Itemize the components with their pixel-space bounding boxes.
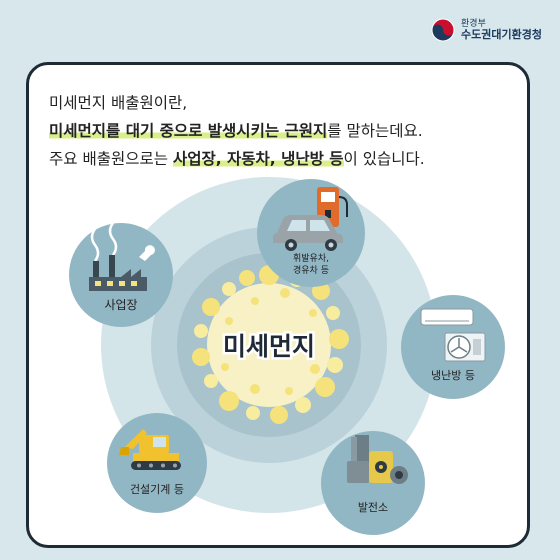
infographic-card: 미세먼지 사업장 — [26, 62, 530, 548]
intro-line-3: 주요 배출원으로는 사업장, 자동차, 냉난방 등이 있습니다. — [49, 145, 511, 173]
source-factory: 사업장 — [69, 222, 173, 327]
label-power: 발전소 — [358, 501, 388, 514]
label-factory: 사업장 — [104, 298, 137, 312]
nuclear-barrels-icon — [347, 435, 408, 484]
government-emblem-icon — [431, 18, 455, 42]
intro-line-2-rest: 를 말하는데요. — [327, 122, 423, 140]
highlight-sources: 사업장, 자동차, 냉난방 등 — [172, 150, 344, 168]
intro-line-3-suffix: 이 있습니다. — [343, 150, 425, 168]
agency-name: 수도권대기환경청 — [461, 27, 542, 41]
source-vehicle: 휘발유차, 경유차 등 — [257, 179, 365, 287]
source-power: 발전소 — [321, 431, 425, 535]
intro-line-1-text: 미세먼지 배출원이란, — [49, 94, 188, 112]
air-conditioner-icon — [420, 308, 486, 362]
source-diagram: 미세먼지 사업장 — [69, 177, 505, 535]
source-construction: 건설기계 등 — [107, 413, 207, 513]
label-vehicle-line2: 경유차 등 — [293, 264, 329, 276]
excavator-icon — [119, 429, 181, 470]
intro-line-3-prefix: 주요 배출원으로는 — [49, 150, 173, 168]
center-label: 미세먼지 — [223, 332, 315, 361]
ministry-name: 환경부 — [461, 18, 486, 29]
highlight-definition: 미세먼지를 대기 중으로 발생시키는 근원지 — [49, 122, 328, 140]
label-vehicle-line1: 휘발유차, — [293, 252, 329, 264]
label-construction: 건설기계 등 — [130, 483, 184, 496]
intro-line-2: 미세먼지를 대기 중으로 발생시키는 근원지를 말하는데요. — [49, 117, 511, 145]
intro-line-1: 미세먼지 배출원이란, — [49, 89, 511, 117]
label-heating: 냉난방 등 — [431, 369, 475, 382]
car-fuel-pump-icon — [273, 187, 348, 251]
factory-icon — [89, 222, 155, 291]
logo: 환경부 수도권대기환경청 — [431, 18, 542, 42]
intro-text: 미세먼지 배출원이란, 미세먼지를 대기 중으로 발생시키는 근원지를 말하는데… — [49, 89, 511, 173]
source-heating: 냉난방 등 — [401, 295, 505, 399]
